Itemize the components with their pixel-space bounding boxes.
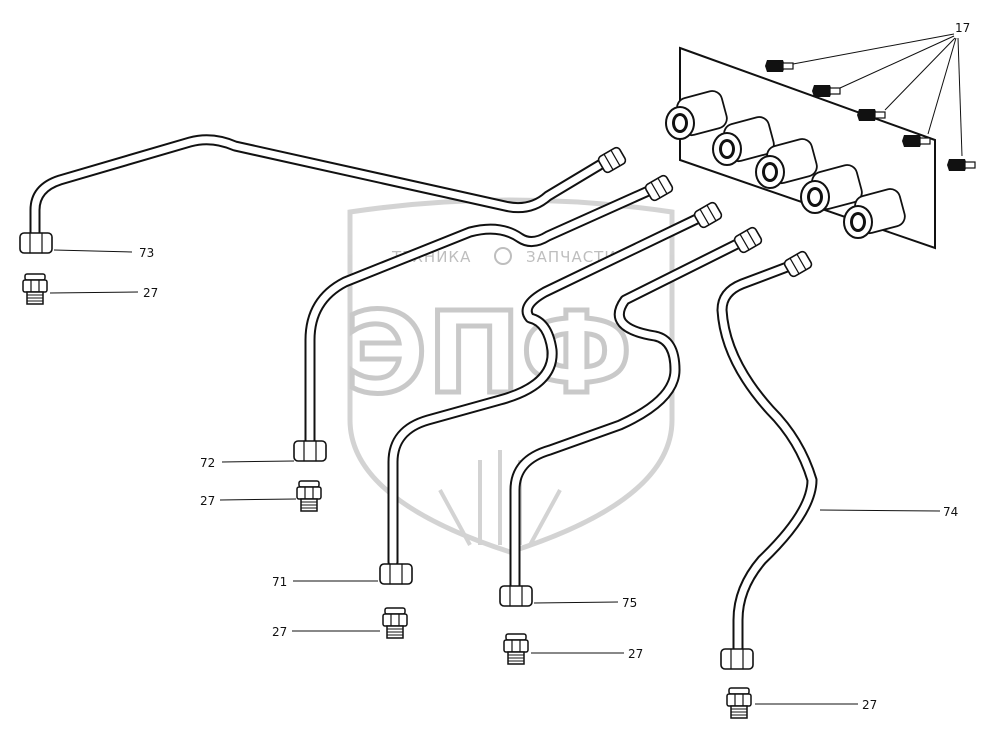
pipe-72 xyxy=(293,173,675,462)
port-1 xyxy=(665,90,728,140)
pipe-75 xyxy=(499,225,764,607)
callout-73: 73 xyxy=(139,246,154,260)
port-4 xyxy=(800,164,863,214)
gear-icon xyxy=(494,247,512,265)
port-3 xyxy=(755,138,818,189)
callout-27-a: 27 xyxy=(143,286,158,300)
pipe-73 xyxy=(19,134,628,254)
port-5 xyxy=(843,188,906,239)
pipe-74 xyxy=(716,249,818,670)
callout-71: 71 xyxy=(272,575,287,589)
callout-27-d: 27 xyxy=(628,647,643,661)
port-2 xyxy=(712,116,775,166)
callout-17: 17 xyxy=(955,21,970,35)
watermark-wheat-icon xyxy=(438,450,562,546)
callout-27-b: 27 xyxy=(200,494,215,508)
watermark: ТЕХНИКА ЗАПЧАСТИ ЭПФ xyxy=(343,197,675,555)
leader-lines xyxy=(49,249,941,705)
callout-27-c: 27 xyxy=(272,625,287,639)
watermark-right-text: ЗАПЧАСТИ xyxy=(526,248,617,266)
pipe-71 xyxy=(379,200,724,585)
manifold-plate xyxy=(665,46,936,250)
leaders-17 xyxy=(792,33,963,157)
callout-74: 74 xyxy=(943,505,958,519)
callout-72: 72 xyxy=(200,456,215,470)
fuel-pipes xyxy=(19,134,818,670)
callout-75: 75 xyxy=(622,596,637,610)
callout-27-e: 27 xyxy=(862,698,877,712)
